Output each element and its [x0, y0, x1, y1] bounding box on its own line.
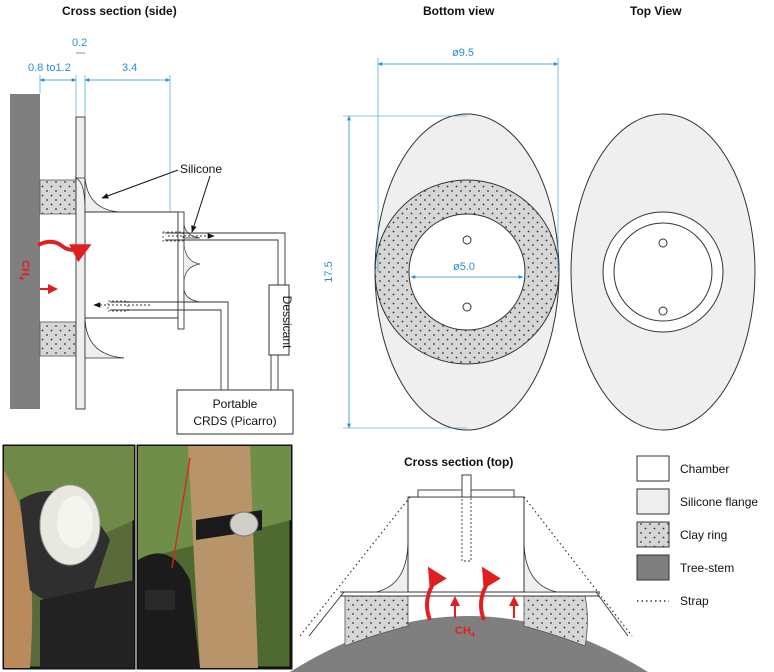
dim-gap-label: 0.8 to1.2: [28, 62, 71, 74]
silicone-label: Silicone: [180, 162, 222, 176]
legend-label-strap: Strap: [680, 594, 709, 608]
clay-ring-lower: [39, 321, 77, 357]
legend-swatch-clay: [636, 521, 670, 548]
top-view: [570, 113, 756, 431]
tree-stem-side: [10, 94, 40, 409]
analyzer-label-line1: Portable: [213, 397, 258, 411]
dessicant-label: Dessicant: [280, 296, 294, 349]
port-hole-lower: [462, 302, 472, 312]
bottom-view: ø9.5 17.5 ø5.0: [323, 47, 560, 431]
silicone-fillet-bottom: [84, 317, 125, 359]
dessicant-box: [268, 284, 290, 356]
dim-height-label: 17.5: [323, 261, 335, 282]
flange-plate: [75, 116, 86, 410]
title-top-section: Cross section (top): [404, 455, 513, 469]
legend-swatch-silicone: [636, 488, 670, 515]
field-photo-left: [2, 444, 136, 670]
ch4-label-section: CH4: [455, 625, 475, 639]
clay-ring-upper: [39, 179, 77, 215]
dim-flange-label: 0.2: [72, 37, 87, 49]
legend-label-silicone: Silicone flange: [680, 495, 758, 509]
dim-width-label: ø9.5: [452, 47, 474, 59]
legend-label-chamber: Chamber: [680, 462, 729, 476]
title-bottom-view: Bottom view: [423, 4, 495, 18]
legend-label-tree: Tree-stem: [680, 561, 734, 575]
chamber-section: [407, 496, 525, 593]
silicone-fillet-top: [84, 177, 121, 213]
legend: Chamber Silicone flange Clay ring Tree-s…: [636, 455, 758, 608]
title-side-section: Cross section (side): [62, 4, 177, 18]
legend-swatch-tree: [636, 554, 670, 581]
chamber-end-cap: [177, 211, 185, 330]
dim-inner-diameter-label: ø5.0: [453, 261, 475, 273]
port-hole-top-lower: [658, 306, 668, 316]
chamber-inner-top: [613, 222, 713, 322]
ch4-label-side: CH4: [17, 260, 31, 280]
analyzer-box: [176, 389, 294, 435]
dim-depth-label: 3.4: [122, 62, 137, 74]
legend-swatch-chamber: [636, 455, 670, 482]
legend-label-clay: Clay ring: [680, 528, 727, 542]
field-photo-right: [136, 444, 293, 670]
chamber-opening-bottom: [408, 213, 526, 331]
analyzer-label-line2: CRDS (Picarro): [193, 414, 276, 428]
title-top-view: Top View: [630, 4, 682, 18]
port-hole-top-upper: [658, 238, 668, 248]
port-hole-upper: [462, 235, 472, 245]
ch4-flux-arrow-large: [37, 239, 92, 263]
side-section: Dessicant Portable CRDS (Picarro) Silico…: [10, 37, 294, 435]
top-section: CH4: [290, 474, 648, 672]
